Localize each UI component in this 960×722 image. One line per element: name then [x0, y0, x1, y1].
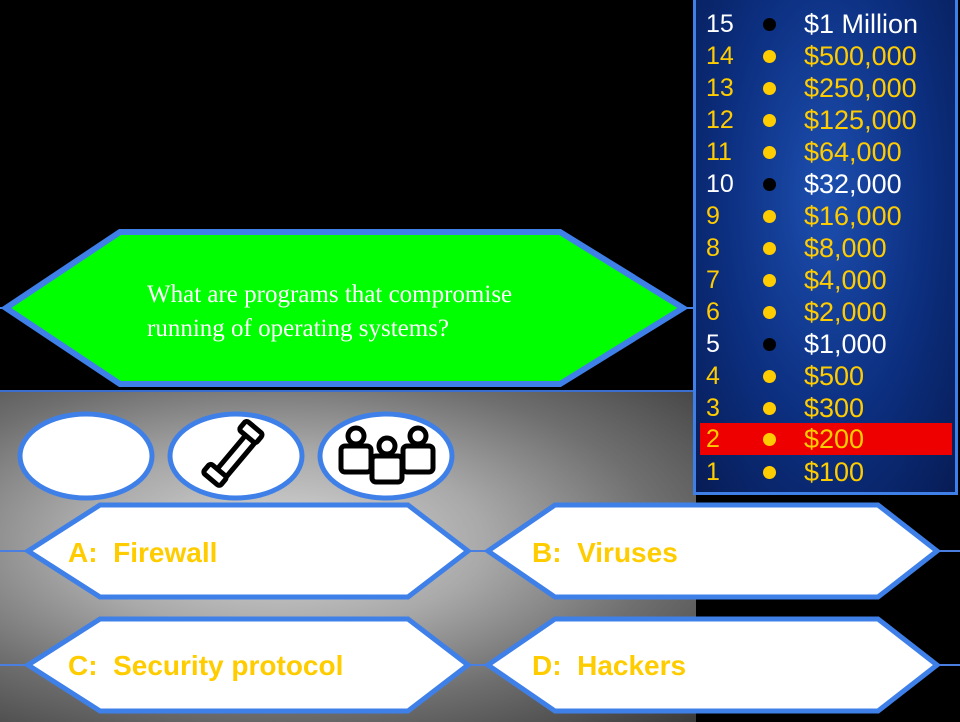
answer-a-letter: A: — [68, 537, 98, 568]
ladder-level-2: 2 $200 — [700, 423, 952, 455]
fifty-fifty-lifeline[interactable] — [17, 411, 155, 501]
answer-a[interactable]: A: Firewall — [68, 537, 217, 569]
ladder-level-15: 15 $1 Million — [696, 8, 955, 40]
answer-c-text: Security protocol — [113, 650, 344, 681]
ladder-level-10: 10 $32,000 — [696, 168, 955, 200]
ladder-level-9: 9 $16,000 — [696, 200, 955, 232]
answer-a-box[interactable] — [23, 502, 473, 600]
ladder-dot-icon — [763, 433, 776, 446]
phone-icon — [201, 419, 265, 488]
ladder-dot-icon — [763, 274, 776, 287]
ladder-prize-amount: $32,000 — [804, 169, 902, 199]
ladder-prize-amount: $8,000 — [804, 233, 887, 263]
ladder-dot-icon — [763, 306, 776, 319]
answer-c-letter: C: — [68, 650, 98, 681]
answer-d-box[interactable] — [483, 616, 942, 714]
ladder-level-number: 15 — [706, 10, 734, 38]
ladder-dot-icon — [763, 402, 776, 415]
question-box — [0, 229, 689, 387]
ladder-level-7: 7 $4,000 — [696, 264, 955, 296]
ladder-dot-icon — [763, 242, 776, 255]
answer-b-box[interactable] — [483, 502, 942, 600]
ladder-level-5: 5 $1,000 — [696, 328, 955, 360]
ladder-dot-icon — [763, 210, 776, 223]
ladder-level-8: 8 $8,000 — [696, 232, 955, 264]
answer-b[interactable]: B: Viruses — [532, 537, 678, 569]
ladder-level-number: 7 — [706, 266, 720, 294]
ladder-level-number: 6 — [706, 298, 720, 326]
ladder-prize-amount: $4,000 — [804, 265, 887, 295]
ladder-dot-icon — [763, 178, 776, 191]
ladder-level-11: 11 $64,000 — [696, 136, 955, 168]
ladder-prize-amount: $100 — [804, 457, 865, 487]
answer-d[interactable]: D: Hackers — [532, 650, 686, 682]
ladder-prize-amount: $250,000 — [804, 73, 917, 103]
ladder-prize-amount: $200 — [804, 424, 865, 454]
ladder-level-number: 5 — [706, 330, 720, 358]
answer-c[interactable]: C: Security protocol — [68, 650, 343, 682]
ladder-level-number: 9 — [706, 202, 720, 230]
ladder-level-number: 12 — [706, 106, 734, 134]
ladder-dot-icon — [763, 370, 776, 383]
ladder-level-4: 4 $500 — [696, 360, 955, 392]
ladder-dot-icon — [763, 50, 776, 63]
ladder-prize-amount: $1,000 — [804, 329, 887, 359]
ladder-level-3: 3 $300 — [696, 392, 955, 424]
answer-c-box[interactable] — [23, 616, 473, 714]
audience-icon — [338, 425, 436, 485]
ladder-level-number: 11 — [706, 138, 732, 166]
ladder-prize-amount: $300 — [804, 393, 865, 423]
ladder-level-12: 12 $125,000 — [696, 104, 955, 136]
ladder-level-number: 4 — [706, 362, 720, 390]
ladder-level-6: 6 $2,000 — [696, 296, 955, 328]
ladder-level-number: 10 — [706, 170, 734, 198]
ladder-dot-icon — [763, 146, 776, 159]
question-line-1: What are programs that compromise — [147, 281, 513, 308]
ladder-prize-amount: $500,000 — [804, 41, 917, 71]
ladder-level-1: 1 $100 — [696, 456, 955, 488]
ladder-level-14: 14 $500,000 — [696, 40, 955, 72]
ladder-level-number: 13 — [706, 74, 734, 102]
ladder-dot-icon — [763, 82, 776, 95]
ladder-dot-icon — [763, 338, 776, 351]
answer-d-letter: D: — [532, 650, 562, 681]
ladder-level-number: 8 — [706, 234, 720, 262]
answer-b-text: Viruses — [577, 537, 678, 568]
question-line-2: running of operating systems? — [147, 315, 450, 342]
ladder-level-13: 13 $250,000 — [696, 72, 955, 104]
ladder-level-number: 3 — [706, 394, 720, 422]
ladder-prize-amount: $16,000 — [804, 201, 902, 231]
ladder-dot-icon — [763, 18, 776, 31]
ladder-level-number: 14 — [706, 42, 734, 70]
ladder-prize-amount: $2,000 — [804, 297, 887, 327]
ladder-dot-icon — [763, 114, 776, 127]
ladder-level-number: 2 — [706, 425, 720, 453]
ladder-prize-amount: $1 Million — [804, 9, 919, 39]
answer-a-text: Firewall — [113, 537, 218, 568]
ladder-level-number: 1 — [706, 458, 720, 486]
ladder-prize-amount: $500 — [804, 361, 865, 391]
ladder-prize-amount: $125,000 — [804, 105, 917, 135]
ladder-dot-icon — [763, 466, 776, 479]
fifty-fifty-label[interactable]: 50/50 — [54, 442, 118, 470]
answer-b-letter: B: — [532, 537, 562, 568]
ladder-prize-amount: $64,000 — [804, 137, 902, 167]
question-text: What are programs that compromise runnin… — [147, 278, 627, 346]
answer-d-text: Hackers — [577, 650, 687, 681]
